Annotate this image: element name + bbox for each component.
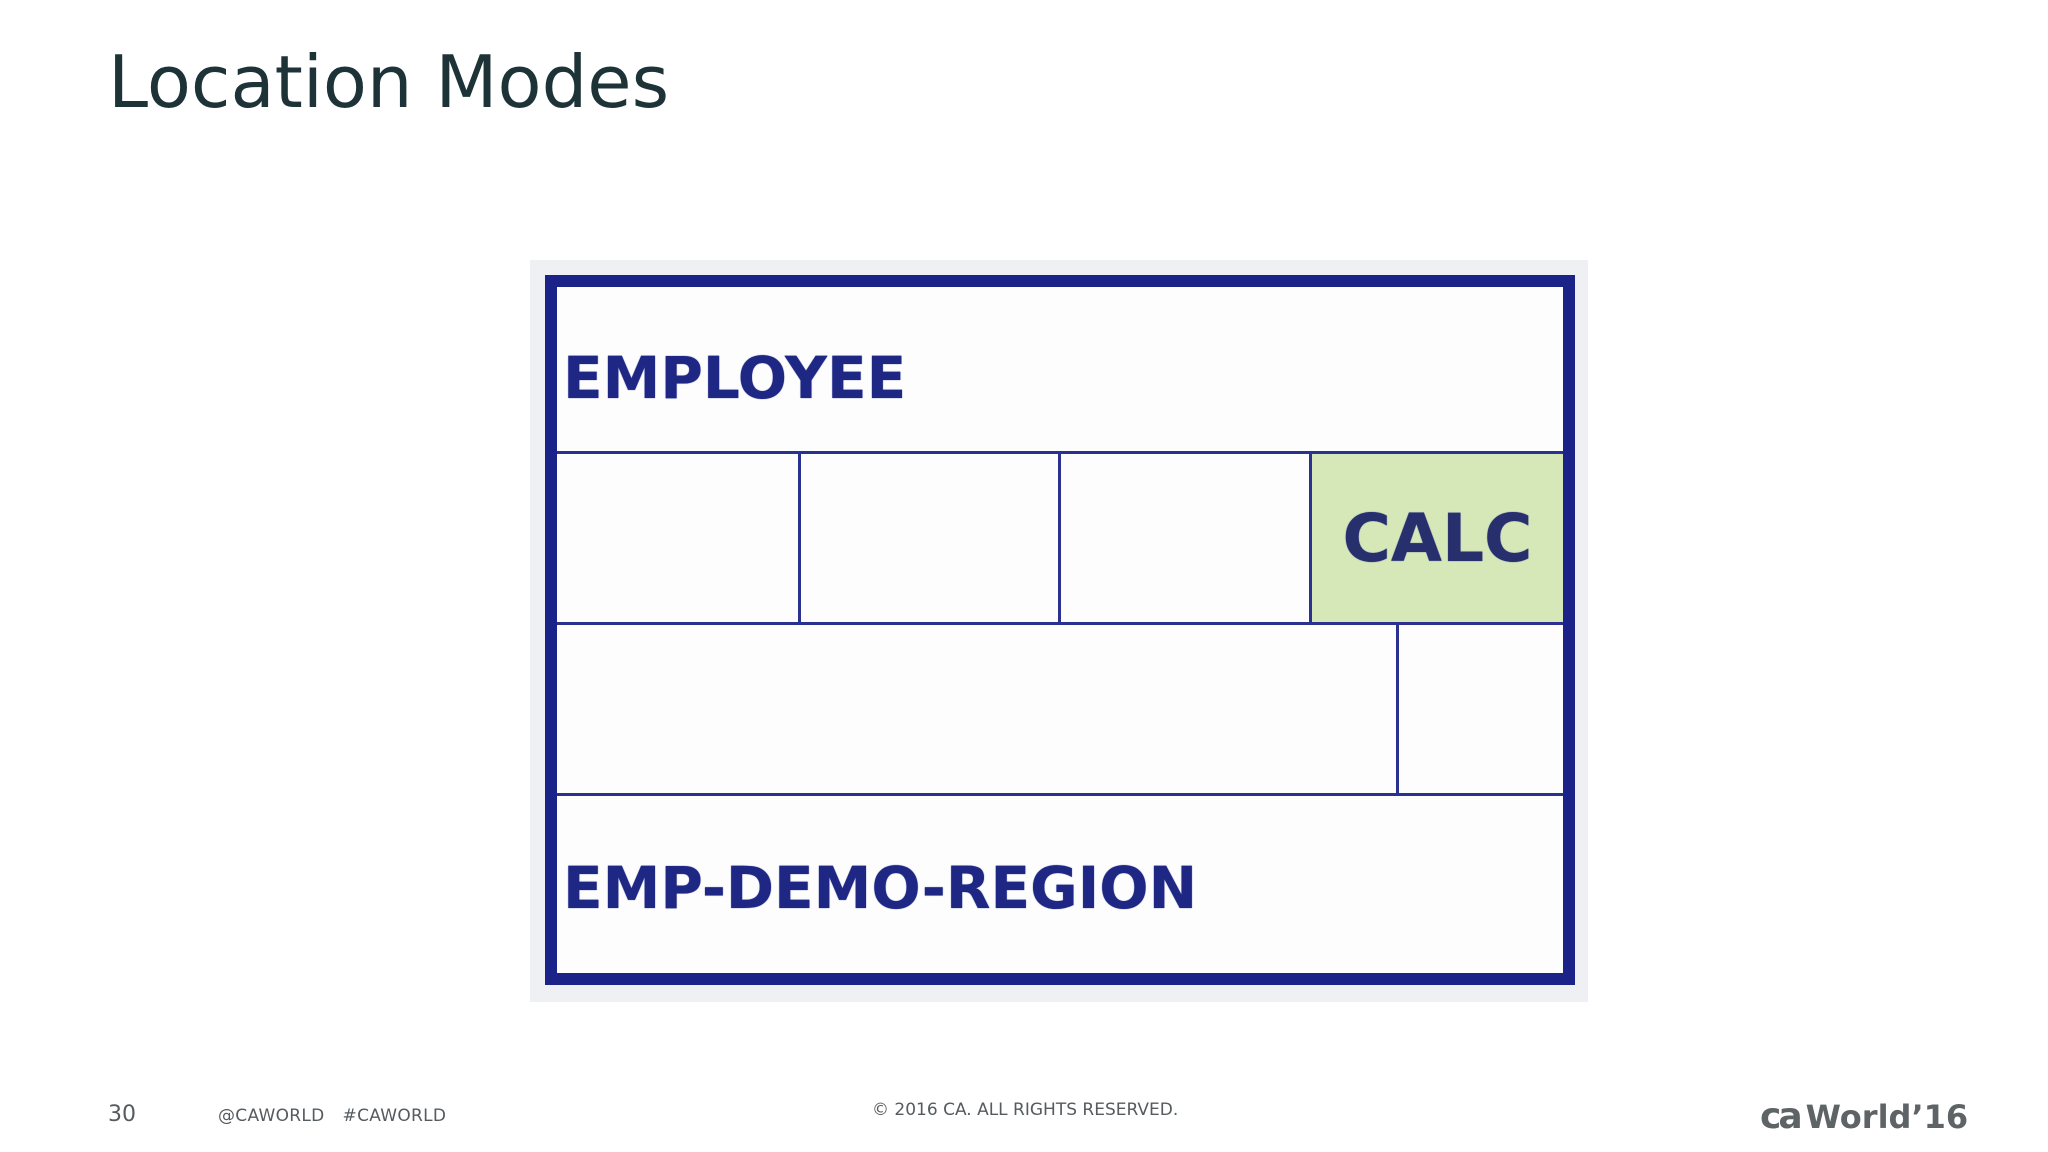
page-number: 30 bbox=[108, 1102, 136, 1127]
length-cell bbox=[557, 625, 1399, 793]
field-cell-1 bbox=[557, 454, 801, 622]
dup-option-cell bbox=[1399, 625, 1563, 793]
location-mode-cell: CALC bbox=[1312, 454, 1563, 622]
record-name-label: EMPLOYEE bbox=[563, 344, 907, 412]
area-row: EMP-DEMO-REGION bbox=[557, 796, 1563, 973]
record-name-row: EMPLOYEE bbox=[557, 287, 1563, 454]
twitter-handle: @CAWORLD bbox=[218, 1106, 325, 1126]
ca-logo-mark: ca bbox=[1760, 1096, 1803, 1137]
field-cell-3 bbox=[1061, 454, 1312, 622]
field-cell-2 bbox=[801, 454, 1061, 622]
slide-title: Location Modes bbox=[108, 40, 670, 124]
hashtag: #CAWORLD bbox=[342, 1106, 447, 1126]
location-mode-label: CALC bbox=[1342, 499, 1533, 577]
record-length-row bbox=[557, 625, 1563, 796]
record-box: EMPLOYEE CALC EMP-DEMO-REGION bbox=[545, 275, 1575, 985]
record-fields-row: CALC bbox=[557, 454, 1563, 625]
record-diagram: EMPLOYEE CALC EMP-DEMO-REGION bbox=[530, 260, 1588, 1002]
logo-text: World’16 bbox=[1805, 1098, 1969, 1136]
copyright: © 2016 CA. ALL RIGHTS RESERVED. bbox=[872, 1100, 1179, 1120]
area-name-label: EMP-DEMO-REGION bbox=[563, 853, 1198, 922]
social-tags: @CAWORLD #CAWORLD bbox=[218, 1106, 446, 1126]
